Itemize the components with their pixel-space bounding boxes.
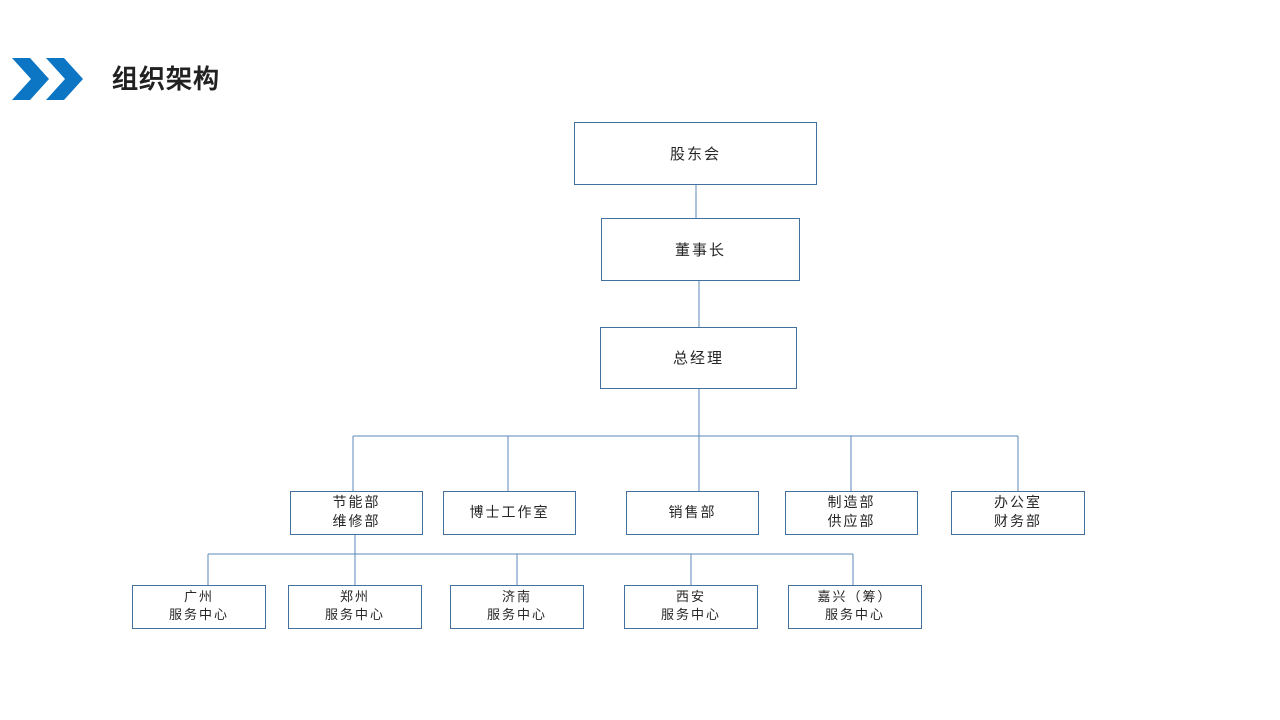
node-label-line-1: 西安: [675, 590, 706, 605]
node-label: 股东会: [669, 144, 721, 163]
node-zhengzhou-service-center[interactable]: 郑州 服务中心: [288, 585, 422, 629]
node-xian-service-center[interactable]: 西安 服务中心: [624, 585, 758, 629]
node-label-line-1: 郑州: [339, 590, 370, 605]
node-label-line-1: 济南: [501, 590, 532, 605]
node-label-line-2: 服务中心: [168, 608, 229, 623]
double-chevron-right-icon: [12, 58, 83, 100]
node-label-line-2: 供应部: [827, 514, 876, 530]
node-label-line-2: 服务中心: [824, 608, 885, 623]
node-sales-dept[interactable]: 销售部: [626, 491, 759, 535]
node-label-line-2: 服务中心: [324, 608, 385, 623]
node-jinan-service-center[interactable]: 济南 服务中心: [450, 585, 584, 629]
node-label-line-1: 销售部: [668, 504, 717, 521]
node-label-line-2: 服务中心: [486, 608, 547, 623]
node-label: 总经理: [672, 349, 724, 367]
node-label-line-1: 嘉兴（筹）: [817, 590, 893, 605]
node-doctoral-studio[interactable]: 博士工作室: [443, 491, 576, 535]
node-label: 董事长: [674, 240, 726, 259]
node-office-finance-dept[interactable]: 办公室 财务部: [951, 491, 1085, 535]
node-energy-saving-maintenance-dept[interactable]: 节能部 维修部: [290, 491, 423, 535]
node-guangzhou-service-center[interactable]: 广州 服务中心: [132, 585, 266, 629]
node-general-manager[interactable]: 总经理: [600, 327, 797, 389]
node-label-line-1: 博士工作室: [469, 504, 550, 521]
node-label-line-2: 维修部: [332, 514, 381, 530]
page-title: 组织架构: [112, 65, 221, 95]
slide-header: 组织架构: [0, 0, 1280, 130]
node-shareholders[interactable]: 股东会: [574, 122, 817, 185]
node-label-line-1: 办公室: [994, 495, 1042, 511]
node-jiaxing-service-center[interactable]: 嘉兴（筹） 服务中心: [788, 585, 922, 629]
node-chairman[interactable]: 董事长: [601, 218, 800, 281]
node-label-line-2: 服务中心: [660, 608, 721, 623]
node-label-line-1: 制造部: [827, 495, 876, 511]
node-manufacturing-supply-dept[interactable]: 制造部 供应部: [785, 491, 918, 535]
node-label-line-1: 广州: [183, 590, 214, 605]
node-label-line-2: 财务部: [994, 514, 1042, 530]
node-label-line-1: 节能部: [332, 495, 381, 511]
